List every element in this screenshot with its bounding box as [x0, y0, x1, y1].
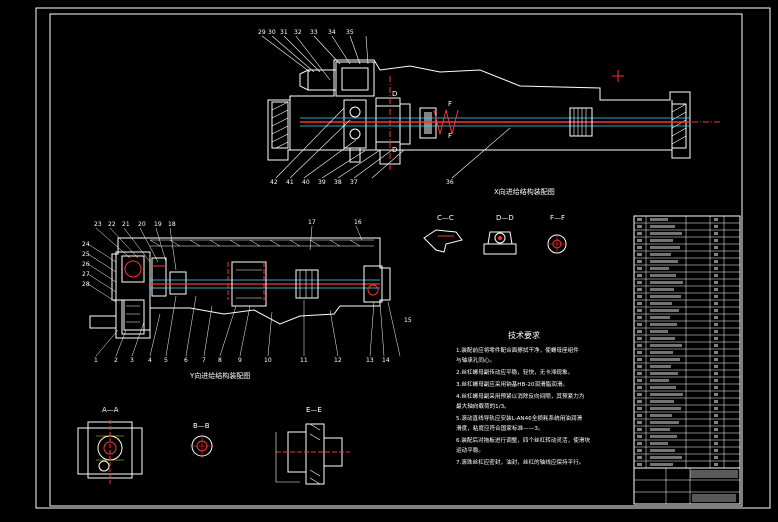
tech-line-1: 1.装配前应将零件配合面擦拭干净，使螺母座组件 — [456, 346, 579, 354]
y-assembly-title: Y向进给结构装配图 — [189, 371, 250, 380]
tech-line-6: 最大轴向载荷的1/3。 — [456, 402, 510, 410]
y-balloon-5: 5 — [164, 357, 168, 364]
y-balloon-25: 25 — [82, 251, 90, 258]
y-balloon-23: 23 — [94, 221, 102, 228]
x-balloon-35: 35 — [346, 29, 354, 36]
y-balloon-17: 17 — [308, 219, 316, 226]
section-cc-label: C—C — [437, 214, 454, 222]
x-balloon-40: 40 — [302, 179, 310, 186]
y-balloon-11: 11 — [300, 357, 308, 364]
cut-d-top: D — [392, 90, 397, 98]
tech-line-8: 滑度，粘度应符合国家标准——3。 — [456, 424, 543, 432]
x-balloon-41: 41 — [286, 179, 294, 186]
y-balloon-10: 10 — [264, 357, 272, 364]
y-balloon-22: 22 — [108, 221, 116, 228]
cut-f-bottom: F — [448, 132, 452, 140]
outer-border — [35, 7, 771, 509]
inner-border — [49, 13, 743, 507]
x-balloon-33: 33 — [310, 29, 318, 36]
parts-list-table — [633, 215, 741, 505]
tech-title: 技术要求 — [508, 330, 540, 340]
tech-line-10: 运动平稳。 — [456, 446, 484, 454]
x-balloon-39: 39 — [318, 179, 326, 186]
x-balloon-42: 42 — [270, 179, 278, 186]
y-balloon-26: 26 — [82, 261, 90, 268]
y-balloon-12: 12 — [334, 357, 342, 364]
y-balloon-2: 2 — [114, 357, 118, 364]
y-balloon-15: 15 — [404, 317, 412, 324]
y-balloon-8: 8 — [218, 357, 222, 364]
section-dd-label: D—D — [496, 214, 514, 222]
y-balloon-3: 3 — [130, 357, 134, 364]
tech-line-5: 4.丝杠螺母副采用预紧以消除反向间隙，其预紧力为 — [456, 392, 585, 400]
technical-requirements: 技术要求 1.装配前应将零件配合面擦拭干净，使螺母座组件 与轴承孔同心。 2.丝… — [456, 330, 592, 466]
y-balloon-21: 21 — [122, 221, 130, 228]
cut-d-bottom: D — [392, 146, 397, 154]
y-balloon-1: 1 — [94, 357, 98, 364]
tech-line-4: 3.丝杠螺母副应采用钠基HB-20润滑脂润滑。 — [456, 380, 568, 388]
y-balloon-24: 24 — [82, 241, 90, 248]
y-balloon-28: 28 — [82, 281, 90, 288]
y-balloon-20: 20 — [138, 221, 146, 228]
tech-line-2: 与轴承孔同心。 — [456, 356, 495, 364]
svg-text:1.装配前应将零件配合面擦拭干净，使螺母座组件: 1.装配前应将零件配合面擦拭干净，使螺母座组件 与轴承孔同心。 2.丝杠螺母副传… — [456, 346, 592, 466]
x-balloon-34: 34 — [328, 29, 336, 36]
tech-line-3: 2.丝杠螺母副传动应平稳，轻快，无卡滞现象。 — [456, 368, 573, 376]
x-balloon-37: 37 — [350, 179, 358, 186]
section-bb-label: B—B — [193, 422, 210, 430]
tech-line-9: 6.装配后对拖板进行调整，四个丝杠转动灵活，使滑块 — [456, 436, 590, 444]
x-balloon-29: 29 — [258, 29, 266, 36]
bottom-sections: A—A B—B E—E — [77, 406, 350, 486]
y-balloon-27: 27 — [82, 271, 90, 278]
section-ee-label: E—E — [306, 406, 322, 414]
x-balloon-30: 30 — [268, 29, 276, 36]
x-balloon-31: 31 — [280, 29, 288, 36]
tech-line-7: 5.滚动直线导轨应安装L-AN46全损耗系统用油润滑 — [456, 414, 582, 422]
x-balloon-32: 32 — [294, 29, 302, 36]
tech-line-11: 7.滚珠丝杠应密封，油封，丝杠的轴线应保持平行。 — [456, 458, 584, 466]
x-balloon-38: 38 — [334, 179, 342, 186]
x-assembly-title: X向进给结构装配图 — [494, 187, 555, 196]
y-balloon-18: 18 — [168, 221, 176, 228]
y-balloon-19: 19 — [154, 221, 162, 228]
small-sections: C—C D—D F—F — [423, 214, 567, 255]
y-balloon-4: 4 — [148, 357, 152, 364]
section-ff-label: F—F — [550, 214, 565, 222]
x-balloon-36: 36 — [446, 179, 454, 186]
cut-f-top: F — [448, 100, 452, 108]
y-balloon-16: 16 — [354, 219, 362, 226]
y-balloon-6: 6 — [184, 357, 188, 364]
section-aa-label: A—A — [102, 406, 119, 414]
y-balloon-14: 14 — [382, 357, 390, 364]
y-balloon-9: 9 — [238, 357, 242, 364]
y-balloon-7: 7 — [202, 357, 206, 364]
y-balloon-13: 13 — [366, 357, 374, 364]
